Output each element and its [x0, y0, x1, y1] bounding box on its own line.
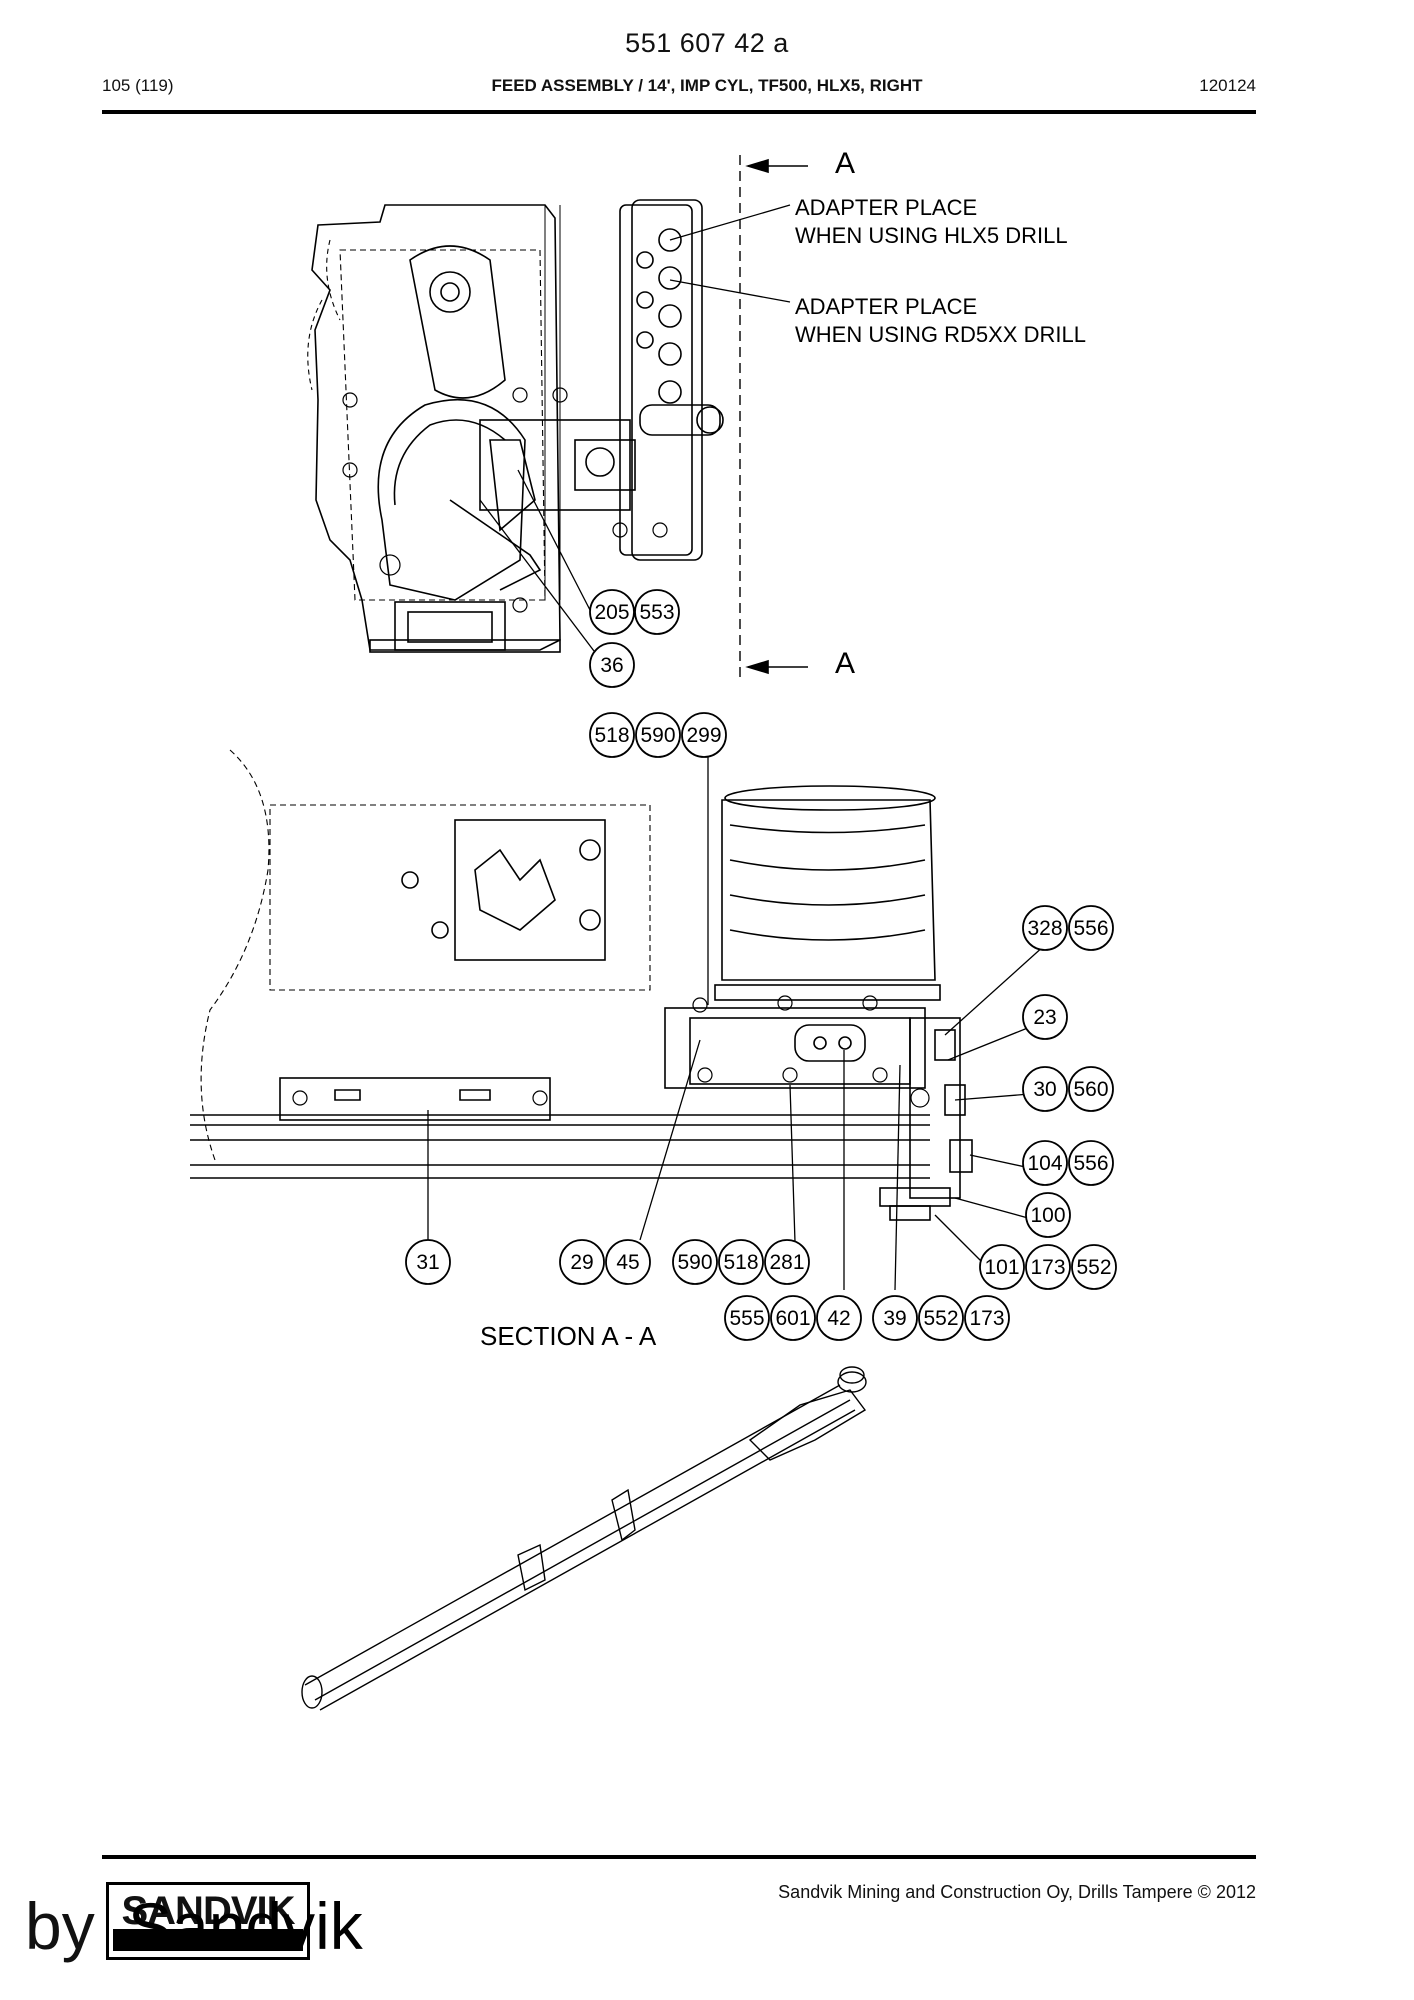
section-callout-label-42: 42 [827, 1307, 850, 1330]
section-callout-bubble-173 [964, 1295, 1010, 1341]
note-rd5xx-line1: ADAPTER PLACE [795, 294, 977, 319]
top-view-callouts: 205 553 36 [589, 589, 680, 688]
watermark-by-text: by [25, 1889, 95, 1963]
section-callout-label-555: 555 [729, 1307, 764, 1330]
top-callout-bubble-205 [589, 589, 635, 635]
section-callout-bubble-104 [1022, 1140, 1068, 1186]
section-callout-bubble-590 [672, 1239, 718, 1285]
note-rd5xx-line2: WHEN USING RD5XX DRILL [795, 322, 1086, 347]
section-callout-label-173: 173 [969, 1307, 1004, 1330]
footer-rule [102, 1855, 1256, 1859]
document-date: 120124 [1199, 76, 1256, 95]
copyright-notice: Sandvik Mining and Construction Oy, Dril… [778, 1882, 1256, 1902]
section-callout-bubble-555 [724, 1295, 770, 1341]
section-callout-bubble-42 [816, 1295, 862, 1341]
top-callout-bubble-36 [589, 642, 635, 688]
section-callout-bubble-39 [872, 1295, 918, 1341]
section-callout-bubble-560 [1068, 1066, 1114, 1112]
section-callout-bubble-281 [764, 1239, 810, 1285]
sandvik-logo: SANDVIK [106, 1882, 310, 1960]
section-callout-bubble-299 [681, 712, 727, 758]
section-callout-bubble-556 [1068, 905, 1114, 951]
section-view-callouts: 518 590 299 328 556 23 30 560 104 556 100 101 173 552… [405, 712, 1117, 1341]
section-callout-label-30: 30 [1033, 1078, 1056, 1101]
section-callout-label-590: 590 [640, 724, 675, 747]
section-callout-label-101: 101 [984, 1256, 1019, 1279]
logo-bar [113, 1929, 303, 1951]
note-hlx5-line2: WHEN USING HLX5 DRILL [795, 223, 1068, 248]
section-callout-bubble-552 [1071, 1244, 1117, 1290]
section-callout-bubble-23 [1022, 994, 1068, 1040]
section-view-drawing [190, 749, 973, 1221]
top-view-leaders [479, 204, 791, 656]
section-callout-label-552: 552 [923, 1307, 958, 1330]
section-callout-label-518: 518 [594, 724, 629, 747]
section-view-leaders [427, 755, 1046, 1291]
header-rule [102, 110, 1256, 114]
section-label: SECTION A - A [480, 1321, 657, 1351]
section-callout-bubble-29 [559, 1239, 605, 1285]
section-callout-label-552: 552 [1076, 1256, 1111, 1279]
section-marker-top: A [835, 147, 855, 180]
section-callout-label-45: 45 [616, 1251, 639, 1274]
section-callout-bubble-45 [605, 1239, 651, 1285]
section-callout-label-100: 100 [1030, 1204, 1065, 1227]
section-callout-bubble-30 [1022, 1066, 1068, 1112]
section-callout-bubble-552 [918, 1295, 964, 1341]
section-callout-label-299: 299 [686, 724, 721, 747]
section-callout-label-601: 601 [775, 1307, 810, 1330]
section-callout-label-39: 39 [883, 1307, 906, 1330]
section-callout-label-556: 556 [1073, 917, 1108, 940]
note-hlx5-line1: ADAPTER PLACE [795, 195, 977, 220]
section-callout-label-328: 328 [1027, 917, 1062, 940]
section-callout-bubble-601 [770, 1295, 816, 1341]
section-marker-bottom: A [835, 647, 855, 680]
top-callout-label-553: 553 [639, 601, 674, 624]
section-callout-label-281: 281 [769, 1251, 804, 1274]
section-callout-bubble-101 [979, 1244, 1025, 1290]
section-callout-bubble-518 [589, 712, 635, 758]
top-callout-label-205: 205 [594, 601, 629, 624]
section-callout-label-23: 23 [1033, 1006, 1056, 1029]
section-callout-bubble-328 [1022, 905, 1068, 951]
section-callout-bubble-518 [718, 1239, 764, 1285]
section-callout-label-104: 104 [1027, 1152, 1062, 1175]
section-callout-bubble-173 [1025, 1244, 1071, 1290]
top-view-drawing [307, 155, 808, 680]
page-counter: 105 (119) [102, 76, 174, 95]
top-callout-bubble-553 [634, 589, 680, 635]
watermark-redacted-text: Sandvik [128, 1889, 363, 1963]
section-callout-label-518: 518 [723, 1251, 758, 1274]
logo-text: SANDVIK [121, 1889, 295, 1933]
section-callout-bubble-556 [1068, 1140, 1114, 1186]
section-callout-label-31: 31 [416, 1251, 439, 1274]
section-callout-label-590: 590 [677, 1251, 712, 1274]
section-callout-label-29: 29 [570, 1251, 593, 1274]
section-callout-bubble-100 [1025, 1192, 1071, 1238]
document-number: 551 607 42 a [625, 28, 789, 58]
section-callout-label-556: 556 [1073, 1152, 1108, 1175]
page-title: FEED ASSEMBLY / 14', IMP CYL, TF500, HLX… [491, 76, 923, 95]
top-callout-label-36: 36 [600, 654, 623, 677]
section-callout-bubble-31 [405, 1239, 451, 1285]
section-callout-bubble-590 [635, 712, 681, 758]
isometric-overview [301, 1366, 867, 1711]
section-callout-label-173: 173 [1030, 1256, 1065, 1279]
section-callout-label-560: 560 [1073, 1078, 1108, 1101]
